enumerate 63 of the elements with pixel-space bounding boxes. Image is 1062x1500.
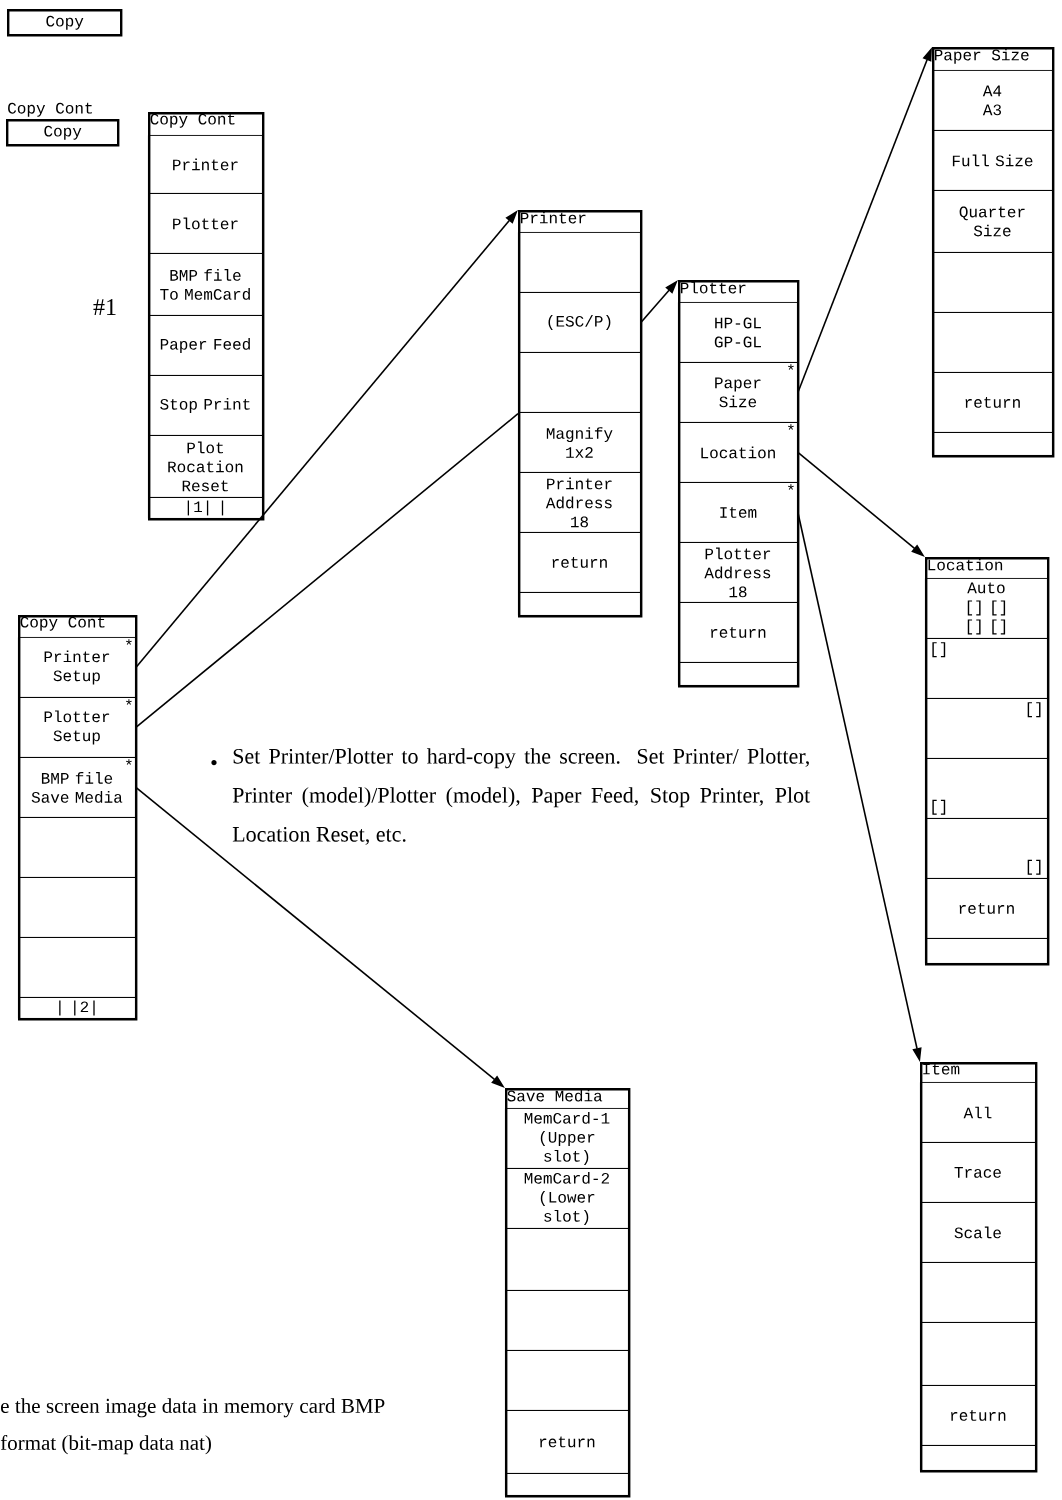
menu-cell: return [920, 1385, 1036, 1446]
key-box: Copy [7, 9, 123, 37]
key-box: Copy Cont Copy [6, 102, 120, 147]
body-text: e the screen image data in memory card BMP format (bit-map data nat) [0, 1398, 385, 1455]
empty-cell [920, 1445, 1036, 1471]
empty-cell [678, 662, 798, 686]
empty-cell [932, 312, 1053, 373]
menu-cell: Auto [] [] [] [] [925, 578, 1048, 639]
empty-cell [505, 1350, 629, 1411]
menu-cell: Magnify 1x2 [518, 412, 641, 473]
empty-cell [518, 232, 641, 293]
menu-cell: return [678, 602, 798, 663]
menu-cell: Item * [678, 482, 798, 543]
empty-cell [932, 432, 1053, 456]
menu-cell: [] [925, 818, 1048, 879]
menu-cell: A4 A3 [932, 70, 1053, 131]
menu-cell: return [505, 1410, 629, 1474]
reference-mark: #1 [93, 299, 116, 315]
menu-cell: MemCard-1 (Upper slot) [505, 1108, 629, 1169]
menu-cell: Plotter Setup * [18, 697, 136, 758]
menu-cell: Printer Address 18 [518, 472, 641, 533]
menu-cell: BMP file To MemCard [148, 253, 263, 316]
menu-cell: [] [925, 638, 1048, 699]
menu-cell: Plot Rocation Reset [148, 435, 263, 498]
empty-cell [518, 592, 641, 616]
menu-cell: Scale [920, 1202, 1036, 1263]
menu-cell: Paper Feed [148, 315, 263, 376]
empty-cell [925, 938, 1048, 964]
menu-cell: Plotter [148, 193, 263, 254]
description-text: Set Printer/Plotter to hard-copy the screen. Set Printer/ Plotter, Printer (model)/Plotter (model), Paper Feed, Stop Printer, Plot Location Reset, etc. [232, 748, 811, 845]
menu-cell: Trace [920, 1142, 1036, 1203]
menu-cell: return [518, 532, 641, 593]
menu-cell: Printer [148, 135, 263, 194]
menu-cell: HP-GL GP-GL [678, 302, 798, 363]
menu-cell: | |2| [18, 997, 136, 1019]
empty-cell [920, 1262, 1036, 1323]
empty-cell [920, 1322, 1036, 1386]
menu-cell: Full Size [932, 130, 1053, 191]
empty-cell [18, 937, 136, 998]
menu-cell: Paper Size * [678, 362, 798, 423]
menu-cell: return [932, 372, 1053, 433]
empty-cell [505, 1290, 629, 1351]
menu-cell: Stop Print [148, 375, 263, 436]
menu-cell: Quarter Size [932, 190, 1053, 253]
bullet: • [211, 760, 217, 766]
empty-cell [932, 252, 1053, 313]
menu-cell: |1| | [148, 497, 263, 519]
menu-cell: MemCard-2 (Lower slot) [505, 1168, 629, 1229]
menu-cell: [] [925, 698, 1048, 759]
node-label: Copy Cont [8, 102, 92, 117]
empty-cell [505, 1228, 629, 1291]
menu-cell: return [925, 878, 1048, 939]
empty-cell [518, 352, 641, 413]
empty-cell [18, 817, 136, 878]
empty-cell [505, 1473, 629, 1496]
menu-cell: [] [925, 758, 1048, 819]
menu-cell: Location * [678, 422, 798, 483]
menu-cell: Plotter Address 18 [678, 542, 798, 603]
menu-cell: All [920, 1082, 1036, 1143]
menu-cell: BMP file Save Media * [18, 757, 136, 818]
menu-cell: Printer Setup * [18, 637, 136, 698]
empty-cell [18, 877, 136, 938]
menu-cell: (ESC/P) [518, 292, 641, 353]
